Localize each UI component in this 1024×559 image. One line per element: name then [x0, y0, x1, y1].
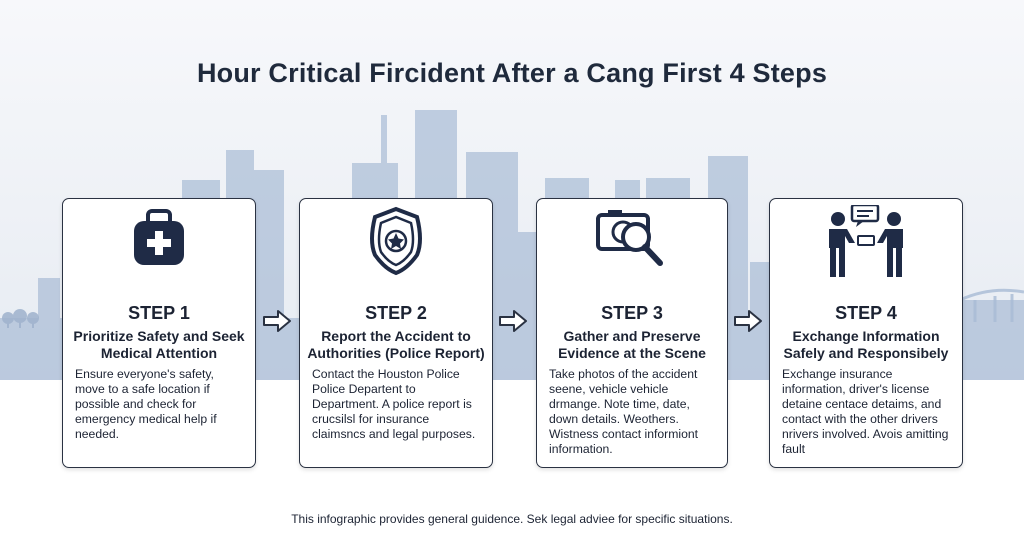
disclaimer-footer: This infographic provides general guiden… — [291, 512, 733, 526]
step-label: STEP 4 — [835, 303, 897, 323]
police-badge-icon — [300, 205, 492, 277]
step-label: STEP 1 — [128, 303, 190, 323]
step-heading: Gather and Preserve Evidence at the Scen… — [558, 328, 706, 361]
step-card-4: STEP 4 Exchange Information Safely and R… — [769, 198, 963, 468]
step-card-2: STEP 2 Report the Accident to Authoritie… — [299, 198, 493, 468]
arrow-right-icon — [499, 310, 527, 332]
step-description: Exchange insurance information, driver's… — [782, 367, 949, 456]
step-description: Contact the Houston Police Police Depart… — [312, 367, 476, 441]
step-heading: Prioritize Safety and Seek Medical Atten… — [73, 328, 245, 361]
step-heading: Exchange Information Safely and Responsi… — [783, 328, 949, 361]
people-exchange-icon — [770, 205, 962, 277]
camera-magnifier-icon — [537, 205, 727, 277]
step-description: Take photos of the accident seene, vehic… — [549, 367, 699, 456]
step-card-1: STEP 1 Prioritize Safety and Seek Medica… — [62, 198, 256, 468]
page-title: Hour Critical Fircident After a Cang Fir… — [196, 58, 828, 88]
arrow-right-icon — [263, 310, 291, 332]
step-label: STEP 2 — [365, 303, 427, 323]
first-aid-kit-icon — [63, 205, 255, 277]
step-heading: Report the Accident to Authorities (Poli… — [307, 328, 485, 361]
step-description: Ensure everyone's safety, move to a safe… — [75, 367, 217, 441]
arrow-right-icon — [734, 310, 762, 332]
step-card-3: STEP 3 Gather and Preserve Evidence at t… — [536, 198, 728, 468]
step-label: STEP 3 — [601, 303, 663, 323]
